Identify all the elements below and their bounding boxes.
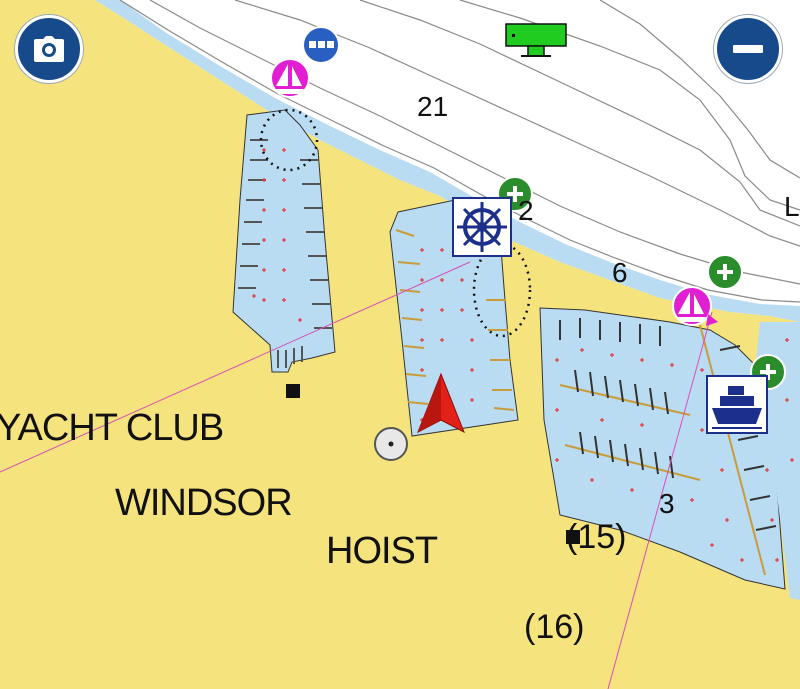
- marina-sailboat-icon[interactable]: [270, 58, 310, 98]
- vessel-position-arrow[interactable]: [417, 372, 465, 434]
- zoom-out-button[interactable]: [714, 15, 782, 83]
- depth-label: 6: [612, 257, 628, 288]
- label-hoist: HOIST: [326, 530, 438, 572]
- edge-label: L: [784, 191, 800, 222]
- waypoint-marker[interactable]: [374, 427, 408, 461]
- sounding-label: (15): [566, 518, 627, 556]
- depth-label: 3: [659, 488, 675, 519]
- camera-icon: [34, 36, 64, 62]
- depth-label: 2: [518, 195, 534, 226]
- route-line: [0, 261, 471, 473]
- minus-icon: [733, 45, 763, 53]
- service-plus-icon[interactable]: [707, 254, 743, 290]
- label-yacht-club: YACHT CLUB: [0, 407, 224, 449]
- sounding-label: (16): [524, 608, 585, 646]
- depth-contour: [599, 0, 800, 179]
- depth-contour: [149, 0, 800, 285]
- depth-contour: [119, 0, 800, 303]
- camera-button[interactable]: [15, 15, 83, 83]
- depth-label: 21: [417, 91, 449, 122]
- marina-sailboat-icon[interactable]: [672, 286, 718, 326]
- mooring-markings: [252, 148, 794, 562]
- lateral-mark-icon[interactable]: [505, 23, 567, 57]
- label-windsor: WINDSOR: [115, 482, 293, 524]
- beacon-marker: [566, 530, 580, 544]
- depth-contour: [359, 0, 800, 227]
- anchorage-circle: [259, 108, 319, 172]
- beacon-marker: [286, 384, 300, 398]
- harbor-master-wheel-icon[interactable]: [452, 197, 512, 257]
- pier-lines-left: [238, 139, 332, 368]
- more-info-icon[interactable]: [302, 26, 340, 64]
- ferry-ship-icon[interactable]: [706, 375, 768, 434]
- pier-lines-center: [395, 229, 515, 411]
- route-line: [607, 311, 713, 689]
